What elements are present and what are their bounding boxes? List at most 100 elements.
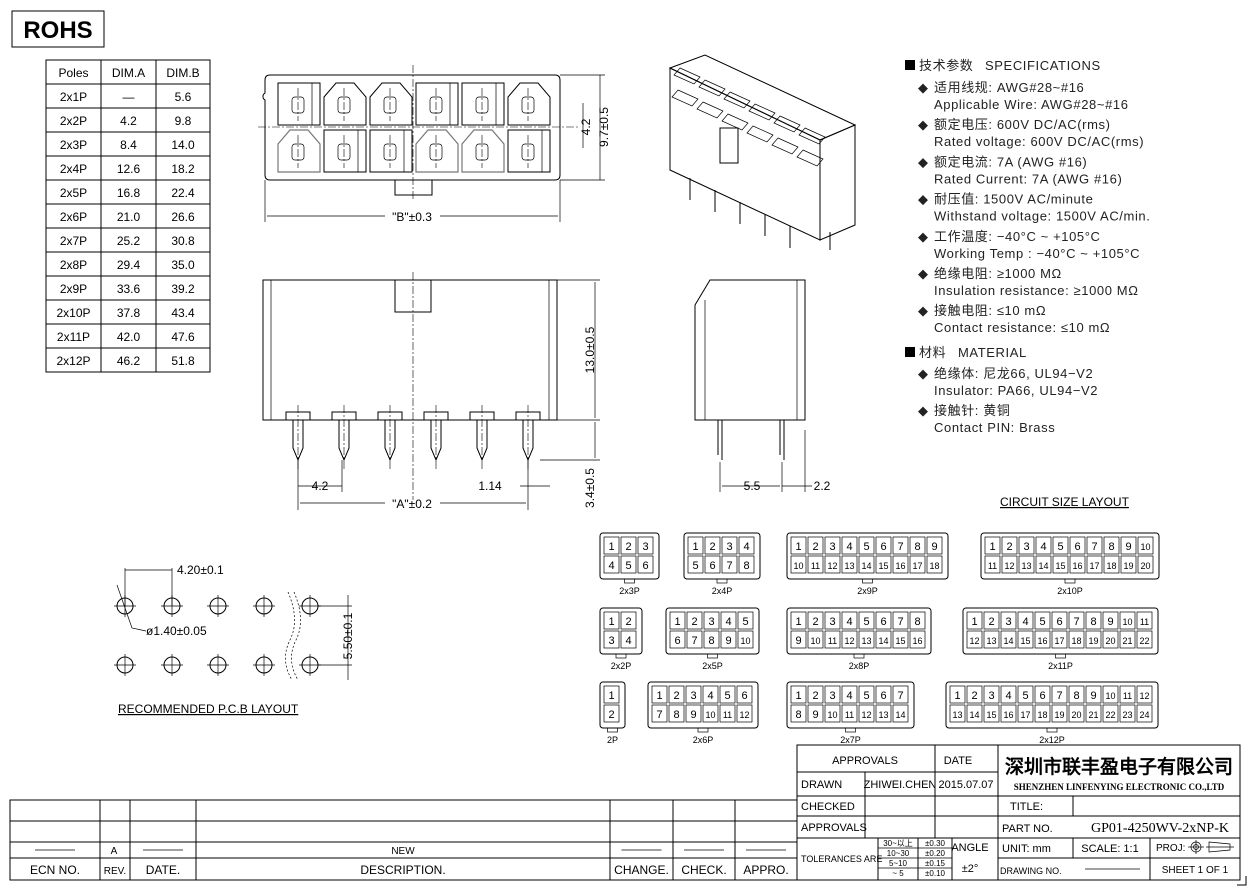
pin-cell bbox=[807, 555, 824, 574]
pin-cell bbox=[841, 555, 858, 574]
dim-front-height: 13.0±0.5 bbox=[583, 326, 597, 373]
pin-cell bbox=[807, 630, 824, 649]
table-cell: 2x4P bbox=[60, 162, 87, 176]
pin-cell bbox=[790, 611, 807, 630]
iso-cavity bbox=[798, 127, 826, 145]
pin-cell bbox=[858, 611, 875, 630]
revision-header: ECN NO. bbox=[30, 863, 80, 877]
pin-number: 10 bbox=[793, 561, 803, 571]
bullet-diamond-icon: ◆ bbox=[918, 303, 929, 318]
pin-number: 3 bbox=[726, 541, 732, 553]
pin-number: 8 bbox=[708, 635, 714, 647]
bullet-diamond-icon: ◆ bbox=[918, 154, 929, 169]
material-item-cn: 绝缘体: 尼龙66, UL94−V2 bbox=[934, 366, 1093, 381]
spec-item-cn: 额定电压: 600V DC/AC(rms) bbox=[934, 117, 1111, 132]
pin-cell bbox=[841, 685, 858, 704]
pin-number: 10 bbox=[1140, 542, 1150, 552]
pin-number: 9 bbox=[931, 541, 937, 553]
material-header-cn: 材料 bbox=[919, 345, 946, 360]
pin-number: 23 bbox=[1122, 710, 1132, 720]
pin-cell bbox=[790, 555, 807, 574]
dim-pin-width: 1.14 bbox=[478, 479, 502, 493]
pin-cell bbox=[824, 630, 841, 649]
pin-number: 24 bbox=[1139, 710, 1149, 720]
table-cell: 21.0 bbox=[117, 210, 141, 224]
pin-number: 4 bbox=[707, 690, 713, 702]
pin-number: 1 bbox=[674, 616, 680, 628]
circuit-label: 2x5P bbox=[702, 661, 723, 671]
dim-pin-length: 3.4±0.5 bbox=[583, 468, 597, 508]
table-cell: 5.6 bbox=[175, 90, 192, 104]
pin-cell bbox=[1119, 611, 1136, 630]
bullet-diamond-icon: ◆ bbox=[918, 192, 929, 207]
pin-number: 5 bbox=[724, 690, 730, 702]
pin-number: 7 bbox=[726, 560, 732, 572]
pin-cell bbox=[858, 536, 875, 555]
iso-cavity bbox=[746, 125, 774, 143]
pin-number: 6 bbox=[1039, 690, 1045, 702]
pin-number: 9 bbox=[812, 709, 818, 721]
pin-cell bbox=[1034, 611, 1051, 630]
material-item-en: Contact PIN: Brass bbox=[934, 420, 1055, 435]
pin-cell bbox=[858, 630, 875, 649]
table-cell: 51.8 bbox=[171, 354, 195, 368]
tolerance-value: ±0.30 bbox=[925, 839, 946, 848]
pin-cell bbox=[1136, 685, 1153, 704]
pin-cell bbox=[702, 685, 719, 704]
pin-cell bbox=[738, 536, 755, 555]
pin-cell bbox=[858, 555, 875, 574]
part-no-value: GP01-4250WV-2xNP-K bbox=[1091, 821, 1229, 836]
table-cell: 43.4 bbox=[171, 306, 195, 320]
pin-number: 19 bbox=[1088, 636, 1098, 646]
cavity bbox=[415, 82, 459, 126]
pin-cell bbox=[1085, 611, 1102, 630]
table-cell: 2x6P bbox=[60, 210, 87, 224]
cavity bbox=[369, 82, 413, 126]
pin-number: 1 bbox=[608, 541, 614, 553]
pin-number: 9 bbox=[725, 635, 731, 647]
side-view: 5.5 2.2 bbox=[694, 279, 831, 493]
pin-cell bbox=[669, 630, 686, 649]
spec-item-en: Contact resistance: ≤10 mΩ bbox=[934, 320, 1110, 335]
pin-cell bbox=[1103, 536, 1120, 555]
dim-top-width: "B"±0.3 bbox=[392, 210, 432, 224]
pin-number: 2 bbox=[971, 690, 977, 702]
pcb-layout-title: RECOMMENDED P.C.B LAYOUT bbox=[118, 702, 299, 716]
cavity bbox=[323, 129, 367, 173]
table-cell: 35.0 bbox=[171, 258, 195, 272]
table-cell: 42.0 bbox=[117, 330, 141, 344]
pin-cell bbox=[1085, 630, 1102, 649]
revision-header: CHECK. bbox=[681, 863, 726, 877]
spec-item-en: Working Temp : −40°C ~ +105°C bbox=[934, 246, 1140, 261]
pin-cell bbox=[841, 536, 858, 555]
pin-cell bbox=[637, 555, 654, 574]
pin-cell bbox=[736, 685, 753, 704]
pin-cell bbox=[620, 630, 637, 649]
pin-cell bbox=[1136, 704, 1153, 723]
cavity bbox=[461, 129, 505, 173]
pin-number: 8 bbox=[914, 541, 920, 553]
revision-block: ECN NO.REV.DATE.DESCRIPTION.CHANGE.CHECK… bbox=[9, 799, 798, 881]
part-no-label: PART NO. bbox=[1002, 823, 1053, 835]
pin-number: 5 bbox=[863, 541, 869, 553]
projection-label: PROJ: bbox=[1156, 843, 1185, 854]
checked-label: CHECKED bbox=[801, 801, 855, 813]
pin-number: 6 bbox=[1056, 616, 1062, 628]
pin-cell bbox=[949, 685, 966, 704]
tolerance-range: 30~以上 bbox=[883, 839, 913, 848]
pin-cell bbox=[704, 555, 721, 574]
pin-cell bbox=[736, 704, 753, 723]
pin-number: 11 bbox=[1140, 617, 1149, 627]
table-cell: 2x7P bbox=[60, 234, 87, 248]
circuit-label: 2x3P bbox=[619, 586, 640, 596]
table-cell: 47.6 bbox=[171, 330, 195, 344]
iso-cavity bbox=[773, 115, 801, 133]
pin-cell bbox=[1119, 704, 1136, 723]
table-cell: 2x10P bbox=[56, 306, 90, 320]
pin-cell bbox=[686, 630, 703, 649]
pin-number: 7 bbox=[897, 541, 903, 553]
pin-cell bbox=[984, 555, 1001, 574]
pin-number: 21 bbox=[1122, 636, 1132, 646]
pin-number: 5 bbox=[625, 560, 631, 572]
